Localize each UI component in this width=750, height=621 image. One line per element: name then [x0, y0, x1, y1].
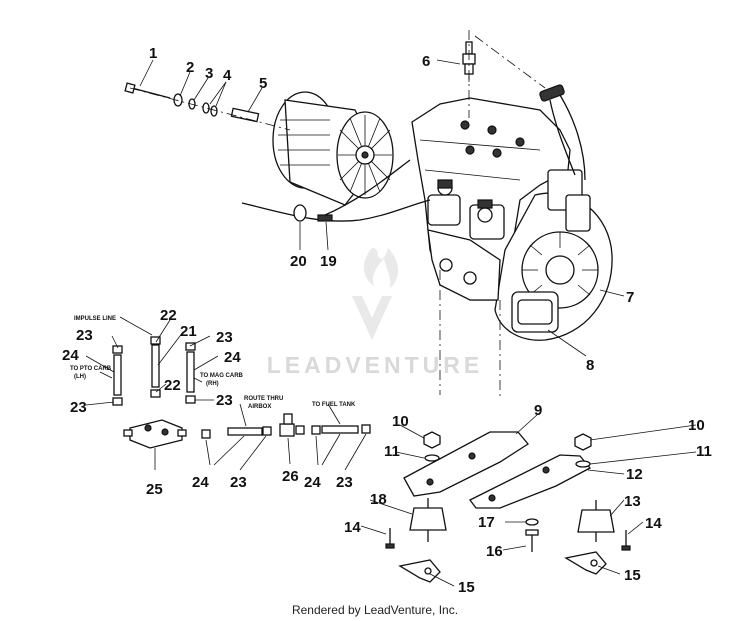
- callout-26: 26: [282, 468, 299, 485]
- leader-lines: [85, 59, 697, 587]
- callout-23-b: 23: [216, 329, 233, 346]
- callout-22-bottom: 22: [164, 377, 181, 394]
- fuel-system: [112, 336, 371, 449]
- callout-14-right: 14: [645, 515, 662, 532]
- callout-18: 18: [370, 491, 387, 508]
- callout-23-f: 23: [336, 474, 353, 491]
- note-route-thru: ROUTE THRU: [244, 396, 283, 402]
- callout-13: 13: [624, 493, 641, 510]
- callout-25: 25: [146, 481, 163, 498]
- callout-24-d: 24: [304, 474, 321, 491]
- callout-8: 8: [586, 357, 594, 374]
- note-to-fuel-tank: TO FUEL TANK: [312, 402, 356, 408]
- callout-10-right: 10: [688, 417, 705, 434]
- callout-23-a: 23: [76, 327, 93, 344]
- footer-credit: Rendered by LeadVenture, Inc.: [291, 603, 459, 617]
- throttle-cable: [241, 159, 431, 222]
- callout-11-right: 11: [696, 443, 712, 460]
- callout-9: 9: [534, 402, 542, 419]
- callout-1: 1: [149, 45, 157, 62]
- callout-23-e: 23: [230, 474, 247, 491]
- callout-14-left: 14: [344, 519, 361, 536]
- callout-24-a: 24: [62, 347, 79, 364]
- clutch-bolt-hardware: [124, 82, 291, 131]
- callout-11-left: 11: [384, 443, 400, 460]
- callout-2: 2: [186, 59, 194, 76]
- watermark-logo: [352, 248, 399, 340]
- note-impulse-line: IMPULSE LINE: [74, 316, 116, 322]
- callout-23-d: 23: [216, 392, 233, 409]
- routing-annotations: IMPULSE LINE TO PTO CARB (LH) TO MAG CAR…: [70, 316, 356, 410]
- callout-6: 6: [422, 53, 430, 70]
- note-to-pto-carb-lh: (LH): [74, 374, 86, 380]
- callout-21: 21: [180, 323, 197, 340]
- callout-4: 4: [223, 67, 232, 84]
- callout-16: 16: [486, 543, 503, 560]
- callout-22-top: 22: [160, 307, 177, 324]
- callout-20: 20: [290, 253, 307, 270]
- note-to-pto-carb: TO PTO CARB: [70, 366, 112, 372]
- callout-24-b: 24: [224, 349, 241, 366]
- callout-24-c: 24: [192, 474, 209, 491]
- callout-numbers: 1 2 3 4 5 6 7 8 9 10 10 11 11 12 13 14 1…: [62, 45, 712, 596]
- centerline-diag: [474, 35, 546, 89]
- note-to-mag-carb: TO MAG CARB: [200, 373, 244, 379]
- callout-5: 5: [259, 75, 267, 92]
- note-route-thru-airbox: AIRBOX: [248, 404, 271, 410]
- callout-10-left: 10: [392, 413, 409, 430]
- drive-clutch: [272, 91, 394, 206]
- leadventure-watermark: LEADVENTURE: [266, 352, 484, 378]
- callout-15-right: 15: [624, 567, 641, 584]
- callout-12: 12: [626, 466, 643, 483]
- rubber-mounts: [385, 498, 631, 583]
- engine-mount-plates: [403, 431, 592, 509]
- note-to-mag-carb-rh: (RH): [206, 381, 219, 387]
- callout-3: 3: [205, 65, 213, 82]
- callout-19: 19: [320, 253, 337, 270]
- callout-7: 7: [626, 289, 634, 306]
- engine-assembly: [411, 84, 613, 341]
- callout-17: 17: [478, 514, 495, 531]
- callout-23-c: 23: [70, 399, 87, 416]
- callout-15-left: 15: [458, 579, 475, 596]
